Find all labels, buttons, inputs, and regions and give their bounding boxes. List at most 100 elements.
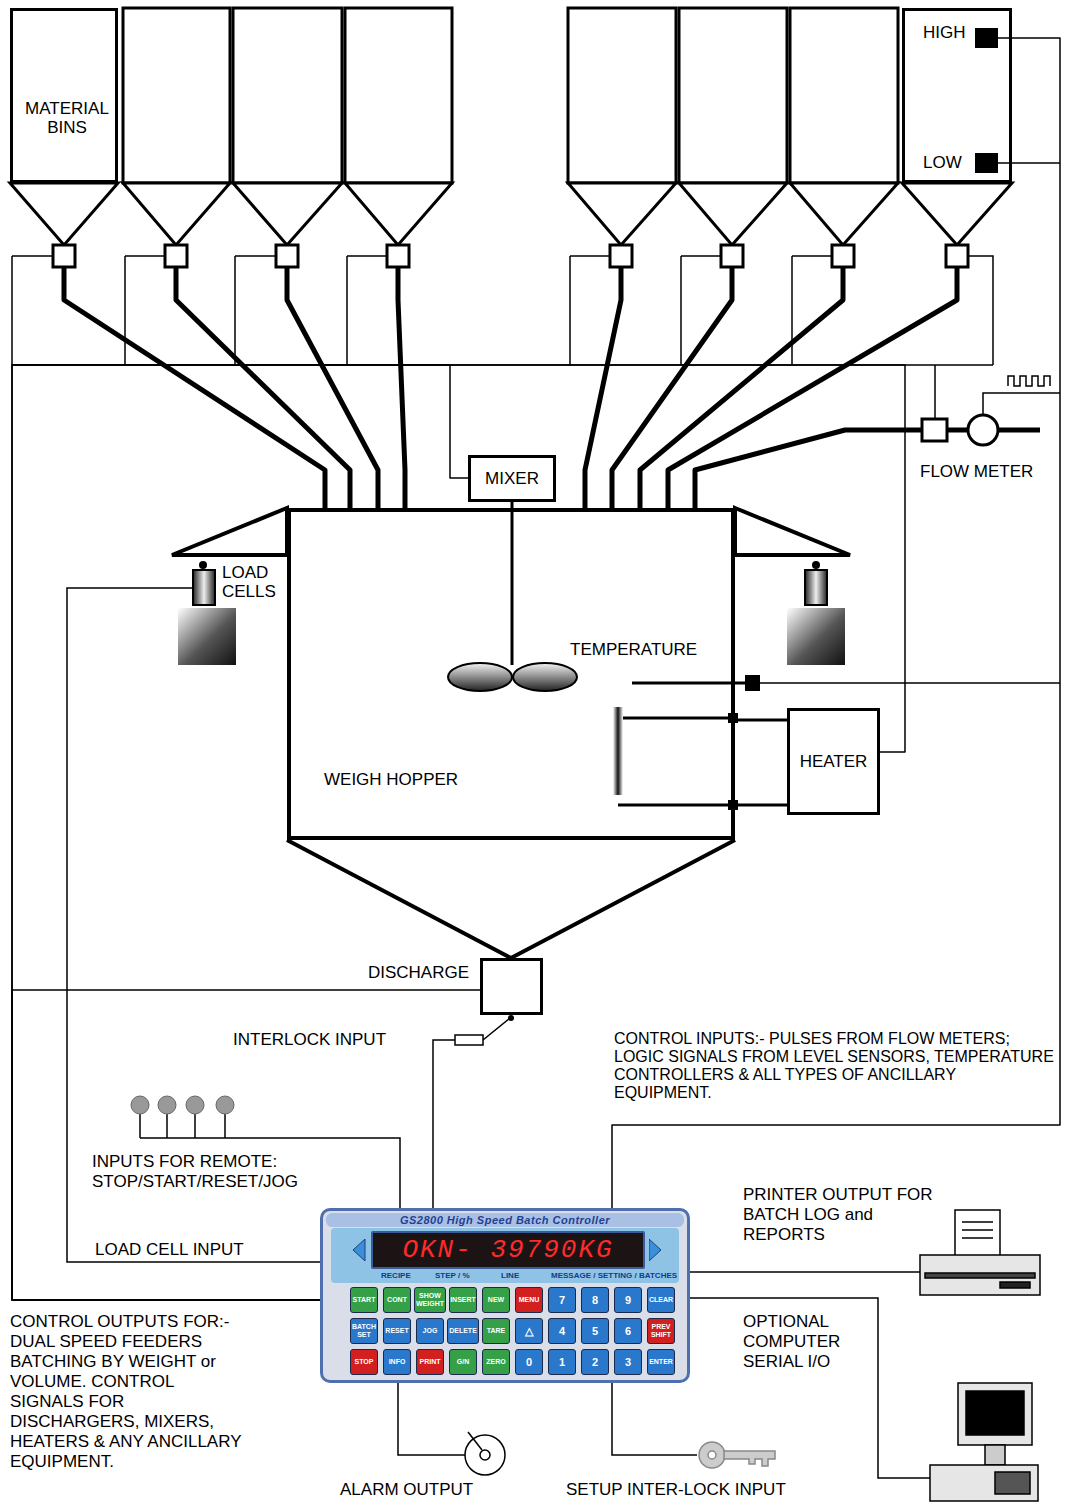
flow-meter — [968, 415, 998, 445]
level-sensor — [975, 28, 998, 173]
display-readout: OKN- 39790KG — [402, 1235, 613, 1265]
keypad-key: 4 — [548, 1318, 576, 1344]
keypad-key: 1 — [548, 1349, 576, 1375]
interlock-switch — [508, 1015, 514, 1021]
interlock-switch — [455, 1035, 483, 1045]
keypad-key: ZERO — [482, 1349, 510, 1375]
alarm-bell — [465, 1432, 505, 1475]
keypad-key: 3 — [614, 1349, 642, 1375]
key-label: SHOW WEIGHT — [416, 1292, 444, 1308]
scroll-arrow — [649, 1239, 663, 1261]
keypad-key: 2 — [581, 1349, 609, 1375]
key-label: 5 — [582, 1325, 608, 1337]
keypad-key: ENTER — [647, 1349, 675, 1375]
heater-coil — [613, 707, 787, 810]
hopper-lid — [735, 508, 850, 555]
node-label: MATERIAL BINS — [17, 99, 117, 137]
printer — [920, 1255, 1040, 1295]
controller-title: GS2800 High Speed Batch Controller — [323, 1213, 687, 1227]
level-sensor — [975, 28, 998, 48]
feed-valve — [53, 245, 75, 267]
key-label: PRINT — [417, 1358, 443, 1366]
node-label: LOW — [923, 153, 962, 172]
mixer-box: MIXER — [468, 455, 556, 502]
keypad-key: INFO — [383, 1349, 411, 1375]
heater-coil — [618, 718, 787, 805]
heater-coil — [613, 707, 623, 795]
key-label: G/N — [450, 1358, 476, 1366]
key-label: CLEAR — [648, 1296, 674, 1304]
keypad-key: TARE — [482, 1318, 510, 1344]
printer — [925, 1273, 1035, 1278]
signal-wire — [612, 38, 1060, 1208]
keypad-key: CONT — [383, 1287, 411, 1313]
control-wire — [433, 1018, 510, 1208]
keypad-key: 7 — [548, 1287, 576, 1313]
remote-button — [216, 1096, 234, 1114]
keypad-key: CLEAR — [647, 1287, 675, 1313]
printer — [1000, 1282, 1030, 1288]
keypad-key: STOP — [350, 1349, 378, 1375]
key-label: 3 — [615, 1356, 641, 1368]
feed-valve — [276, 245, 298, 267]
computer — [958, 1383, 1032, 1445]
material-bin — [123, 8, 230, 183]
bin-cone — [123, 183, 230, 245]
computer — [995, 1472, 1030, 1494]
feed-valve — [832, 245, 854, 267]
node-label: HIGH — [923, 23, 966, 42]
key-label: △ — [516, 1325, 542, 1337]
key-label: ZERO — [483, 1358, 509, 1366]
keypad-key: △ — [515, 1318, 543, 1344]
callout-label: TEMPERATURE — [570, 640, 697, 659]
scroll-arrow — [353, 1239, 365, 1261]
keypad-key: 6 — [614, 1318, 642, 1344]
keypad-key: INSERT — [449, 1287, 477, 1313]
level-sensor — [975, 153, 998, 173]
callout-label: CONTROL OUTPUTS FOR:- DUAL SPEED FEEDERS… — [10, 1312, 250, 1472]
keypad-key: MENU — [515, 1287, 543, 1313]
signal-wire — [12, 365, 905, 1300]
node-label: HEATER — [800, 752, 868, 771]
bin-cone — [10, 183, 1012, 245]
key-label: INFO — [384, 1358, 410, 1366]
feed-pipe — [668, 183, 957, 508]
printer — [920, 1210, 1040, 1295]
feed-pipe — [176, 267, 1040, 510]
feed-valve — [610, 245, 632, 267]
load-cell — [193, 570, 215, 605]
computer — [930, 1465, 1038, 1501]
hopper-lid — [172, 508, 287, 555]
key-label: RESET — [384, 1327, 410, 1335]
feed-valve — [721, 245, 743, 267]
temperature-probe — [632, 682, 745, 685]
mixer-agitator — [511, 502, 514, 665]
hopper-lid — [287, 840, 735, 958]
key-label: 1 — [549, 1356, 575, 1368]
keypad-key: PRINT — [416, 1349, 444, 1375]
temperature-probe — [632, 675, 760, 691]
callout-label: INPUTS FOR REMOTE: STOP/START/RESET/JOG — [92, 1152, 352, 1192]
keypad-key: JOG — [416, 1318, 444, 1344]
keypad-key: RESET — [383, 1318, 411, 1344]
material-bin: HIGH LOW — [902, 8, 1012, 183]
control-wire — [12, 256, 993, 365]
printer — [962, 1222, 993, 1238]
feed-valve — [165, 245, 187, 267]
keypad-key: NEW — [482, 1287, 510, 1313]
key-label: 4 — [549, 1325, 575, 1337]
material-bin — [345, 8, 452, 183]
key-label: ENTER — [648, 1358, 674, 1366]
keypad-key: 8 — [581, 1287, 609, 1313]
node-label: MIXER — [485, 469, 539, 488]
remote-button — [131, 1096, 149, 1114]
keypad-key: 5 — [581, 1318, 609, 1344]
key-label: 9 — [615, 1294, 641, 1306]
load-cell — [199, 561, 207, 569]
interlock-switch — [455, 1015, 514, 1045]
bin-cone — [679, 183, 787, 245]
batch-controller: GS2800 High Speed Batch ControllerRECIPE… — [320, 1208, 690, 1383]
material-bin — [790, 8, 898, 183]
bin-cone — [345, 183, 452, 245]
mixer-agitator — [448, 502, 577, 691]
